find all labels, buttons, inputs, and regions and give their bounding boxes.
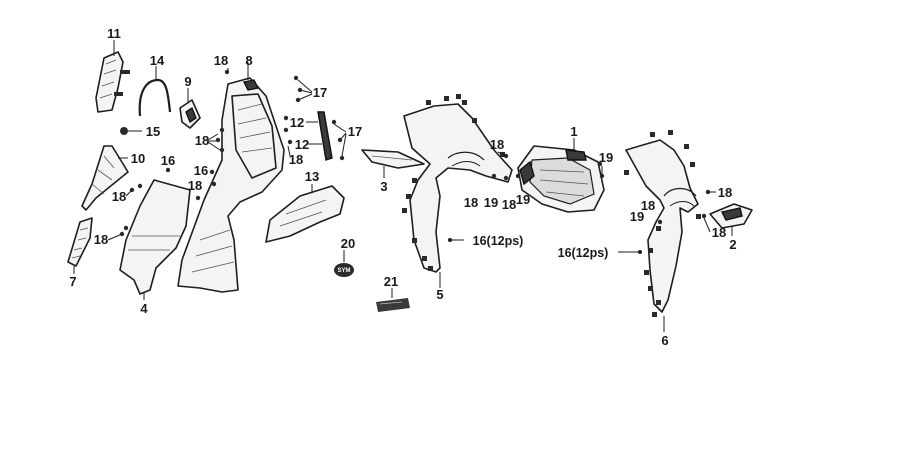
label-part-16-a: 16 [161, 153, 175, 168]
label-part-11: 11 [107, 26, 121, 41]
label-part-18-f: 18 [94, 232, 108, 247]
label-part-18-j: 18 [718, 185, 732, 200]
label-part-5: 5 [436, 287, 443, 302]
part-9-illustration [179, 88, 201, 129]
label-part-12-lower: 12 [295, 137, 309, 152]
label-part-7: 7 [69, 274, 76, 289]
label-part-18-e: 18 [112, 189, 126, 204]
label-part-19-d: 19 [630, 209, 644, 224]
callout-labels: 1 2 3 4 5 6 7 8 9 10 11 12 12 13 14 15 1… [69, 26, 736, 348]
label-part-3: 3 [380, 179, 387, 194]
part-5-illustration [402, 94, 513, 288]
part-3-illustration [361, 149, 425, 178]
part-1-illustration [517, 138, 605, 213]
emblem-text: SYM [337, 268, 350, 274]
part-15-illustration [120, 127, 142, 135]
part-8-illustration [177, 62, 285, 293]
part-7-illustration [67, 217, 93, 274]
label-part-18-a: 18 [214, 53, 228, 68]
part-6-illustration [618, 130, 701, 332]
label-part-4: 4 [140, 301, 148, 316]
label-part-18-l: 18 [712, 225, 726, 240]
label-part-2: 2 [729, 237, 736, 252]
label-part-21: 21 [384, 274, 398, 289]
label-part-18-i: 18 [502, 197, 516, 212]
label-part-8: 8 [245, 53, 252, 68]
part-13-illustration [265, 184, 345, 243]
label-part-6: 6 [661, 333, 668, 348]
part-11-illustration [95, 40, 130, 113]
label-part-20: 20 [341, 236, 355, 251]
part-2-illustration [709, 203, 753, 236]
label-part-1: 1 [570, 124, 577, 139]
label-part-16-12ps-a: 16(12ps) [473, 234, 524, 248]
label-part-10: 10 [131, 151, 145, 166]
part-10-illustration [81, 145, 129, 211]
part-4-illustration [119, 179, 191, 300]
label-part-19-b: 19 [484, 195, 498, 210]
label-part-19-c: 19 [516, 192, 530, 207]
label-part-15: 15 [146, 124, 160, 139]
part-14-illustration [138, 66, 172, 117]
label-part-19-a: 19 [599, 150, 613, 165]
part-20-emblem: SYM [334, 250, 354, 277]
label-part-12-upper: 12 [290, 115, 304, 130]
label-part-18-g: 18 [490, 137, 504, 152]
label-part-16-12ps-b: 16(12ps) [558, 246, 609, 260]
label-part-18-h: 18 [464, 195, 478, 210]
part-21-decal [376, 288, 410, 312]
label-part-16-b: 16 [194, 163, 208, 178]
label-part-18-d: 18 [188, 178, 202, 193]
label-part-9: 9 [184, 74, 191, 89]
label-part-18-k: 18 [641, 198, 655, 213]
label-part-13: 13 [305, 169, 319, 184]
callout-leaders [107, 68, 716, 241]
label-part-18-c: 18 [289, 152, 303, 167]
label-part-17-a: 17 [313, 85, 327, 100]
part-12-illustration [306, 111, 333, 161]
label-part-18-b: 18 [195, 133, 209, 148]
label-part-17-b: 17 [348, 124, 362, 139]
label-part-14: 14 [150, 53, 165, 68]
